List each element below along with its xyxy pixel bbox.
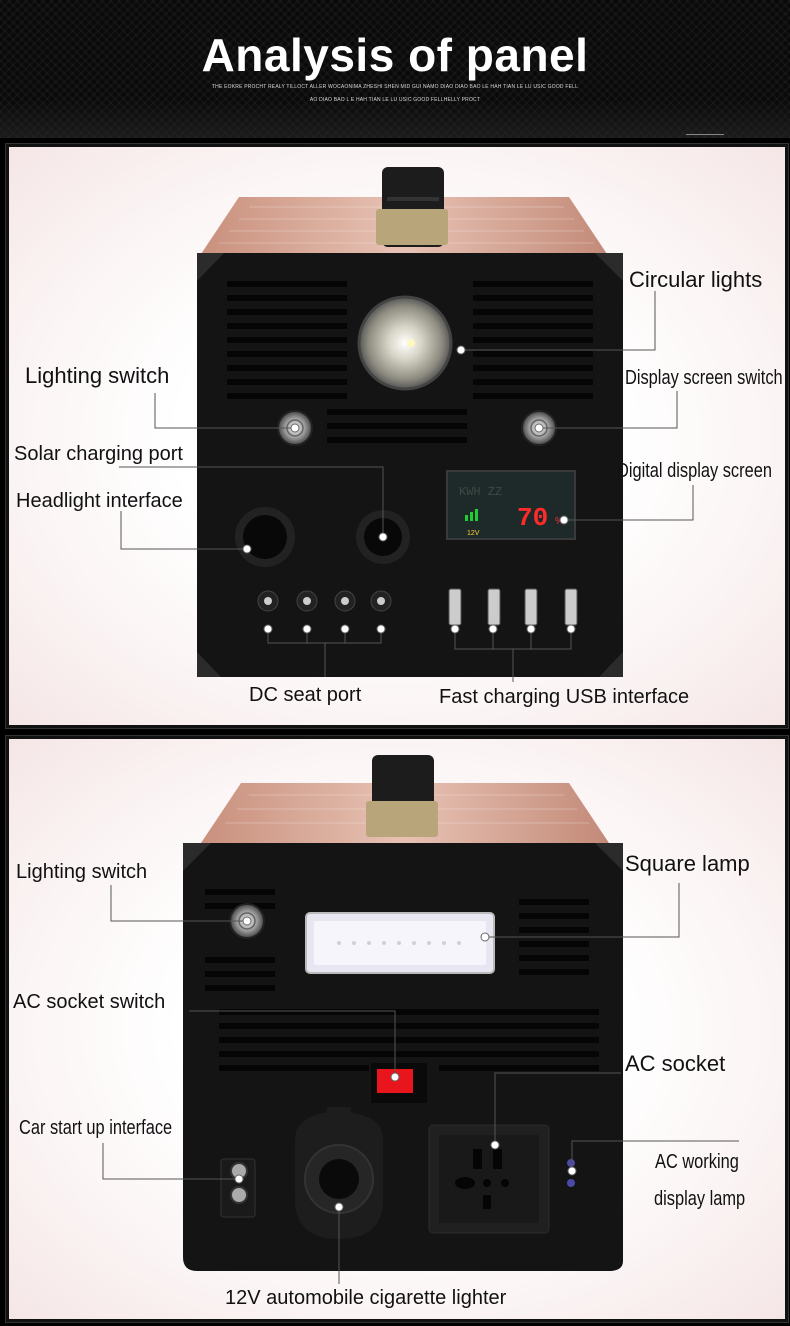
label-back-lighting-switch: Lighting switch [16, 861, 148, 883]
label-dc-seat-port: DC seat port [249, 684, 362, 706]
header-subtitle-2: AO DIAO BAO L E HAH TIAN LE LU USIC GOOD… [309, 97, 481, 103]
label-ac-socket: AC socket [625, 1051, 726, 1076]
label-car-start-up-interface: Car start up interface [19, 1117, 173, 1139]
ac-working-lamp-1 [567, 1159, 575, 1167]
handle-base [376, 209, 448, 245]
label-display-screen-switch: Display screen switch [625, 367, 783, 389]
ac-working-lamp-2 [567, 1179, 575, 1187]
label-lighting-switch: Lighting switch [25, 363, 170, 388]
display-percent: 70 [517, 503, 548, 533]
label-cigarette-lighter: 12V automobile cigarette lighter [225, 1287, 507, 1309]
display-percent-unit: % [555, 516, 564, 527]
label-fast-charging-usb: Fast charging USB interface [439, 686, 690, 708]
label-ac-working-line2: display lamp [654, 1188, 746, 1210]
display-voltage: 12V [467, 530, 480, 537]
label-ac-working-line1: AC working [655, 1151, 739, 1173]
display-top-text: KWH ZZ [459, 485, 502, 499]
usb-port-icons [448, 588, 578, 626]
front-device-illustration: KWH ZZ 70 % 12V [119, 167, 694, 682]
circular-light-lens [357, 295, 453, 391]
front-face [197, 253, 623, 677]
dc-port-icons [257, 590, 392, 612]
label-circular-lights: Circular lights [629, 267, 763, 292]
label-headlight-interface: Headlight interface [16, 490, 183, 512]
label-ac-socket-switch: AC socket switch [13, 991, 166, 1013]
page-title: Analysis of panel [201, 29, 589, 81]
digital-display [446, 470, 576, 540]
front-panel-section: KWH ZZ 70 % 12V [6, 144, 788, 728]
label-solar-charging-port: Solar charging port [14, 443, 183, 465]
header-glow [0, 100, 790, 138]
header-subtitle-1: THE EOKRE PROCHT REALY TILLOCT ALLER WOC… [211, 84, 579, 90]
back-panel-section: Lighting switch Square lamp AC socket sw… [6, 736, 788, 1322]
back-device-illustration [102, 755, 739, 1284]
label-square-lamp: Square lamp [625, 851, 750, 876]
header-divider [686, 134, 724, 135]
label-digital-display-screen: Digital display screen [617, 460, 772, 482]
page-header: Analysis of panel THE EOKRE PROCHT REALY… [0, 0, 790, 138]
